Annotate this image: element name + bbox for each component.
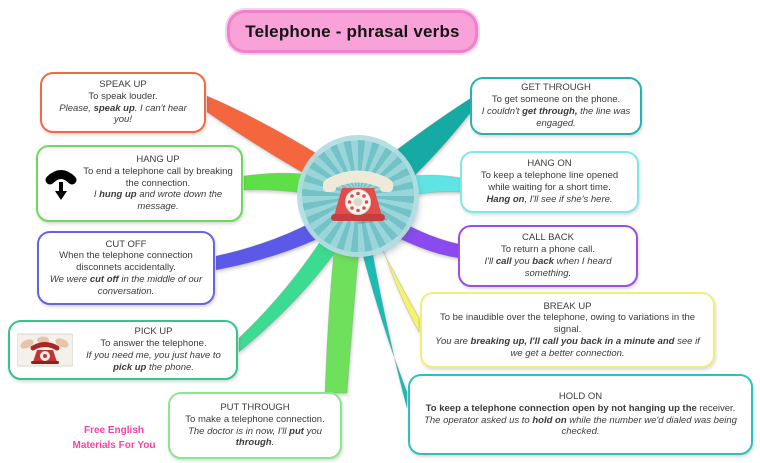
node-hold-on: HOLD ON To keep a telephone connection o… [408, 374, 753, 455]
hang-up-icon [45, 166, 77, 202]
hands-grabbing-phone-image [17, 332, 73, 368]
phrasal-verb-speak-up: SPEAK UP [99, 78, 147, 90]
phrasal-verb-put-through: PUT THROUGH [220, 401, 290, 413]
node-break-up: BREAK UP To be inaudible over the teleph… [420, 292, 715, 368]
definition-hold-on: To keep a telephone connection open by n… [425, 402, 736, 414]
phrasal-verb-break-up: BREAK UP [543, 300, 592, 312]
example-get-through: I couldn't get through, the line was eng… [481, 106, 631, 129]
definition-get-through: To get someone on the phone. [491, 94, 621, 106]
page-title: Telephone - phrasal verbs [227, 10, 478, 53]
node-hang-up: HANG UP To end a telephone call by break… [36, 145, 243, 222]
definition-hang-up: To end a telephone call by breaking the … [83, 165, 233, 189]
example-hang-up: I hung up and wrote down the message. [93, 189, 223, 213]
branch-break-up [361, 209, 420, 334]
branch-pick-up [238, 209, 357, 353]
definition-hang-on: To keep a telephone line opened while wa… [480, 170, 619, 193]
definition-pick-up: To answer the telephone. [100, 338, 207, 350]
example-hold-on: The operator asked us to hold on while t… [424, 414, 737, 438]
definition-call-back: To return a phone call. [500, 244, 595, 256]
example-cut-off: We were cut off in the middle of our con… [49, 273, 203, 297]
credit-line-2: Materials For You [72, 440, 156, 451]
center-telephone-badge [302, 140, 414, 252]
node-call-back: CALL BACK To return a phone call. I'll c… [458, 225, 638, 287]
phrasal-verb-pick-up: PICK UP [134, 326, 173, 338]
example-pick-up: If you need me, you just have to pick up… [86, 350, 221, 373]
branch-put-through [324, 211, 363, 394]
red-rotary-telephone-icon [323, 170, 393, 224]
example-speak-up: Please, speak up. I can't hear you! [59, 102, 187, 126]
credit-line-1: Free English [83, 425, 144, 436]
node-speak-up: SPEAK UP To speak louder. Please, speak … [40, 72, 206, 133]
phrasal-verb-hold-on: HOLD ON [558, 390, 603, 402]
definition-put-through: To make a telephone connection. [185, 413, 325, 425]
definition-speak-up: To speak louder. [88, 90, 158, 102]
phrasal-verb-cut-off: CUT OFF [105, 238, 147, 250]
example-call-back: I'll call you back when I heard somethin… [484, 256, 612, 279]
phrasal-verb-call-back: CALL BACK [522, 232, 574, 244]
phrasal-verb-hang-on: HANG ON [527, 158, 572, 170]
definition-cut-off: When the telephone connection disconnets… [59, 250, 193, 274]
node-cut-off: CUT OFF When the telephone connection di… [37, 231, 215, 305]
node-put-through: PUT THROUGH To make a telephone connecti… [168, 392, 342, 459]
definition-break-up: To be inaudible over the telephone, owin… [439, 312, 696, 336]
phrasal-verb-get-through: GET THROUGH [521, 82, 591, 94]
node-hang-on: HANG ON To keep a telephone line opened … [460, 151, 639, 213]
credit-text: Free English Materials For You [44, 423, 184, 453]
node-get-through: GET THROUGH To get someone on the phone.… [470, 77, 642, 135]
phrasal-verb-hang-up: HANG UP [136, 154, 180, 166]
example-hang-on: Hang on, I'll see if she's here. [486, 193, 613, 205]
example-break-up: You are breaking up, I'll call you back … [435, 335, 700, 359]
example-put-through: The doctor is in now, I'll put you throu… [188, 425, 322, 449]
branch-hold-on [351, 211, 408, 409]
node-pick-up: PICK UP To answer the telephone. If you … [8, 320, 238, 380]
